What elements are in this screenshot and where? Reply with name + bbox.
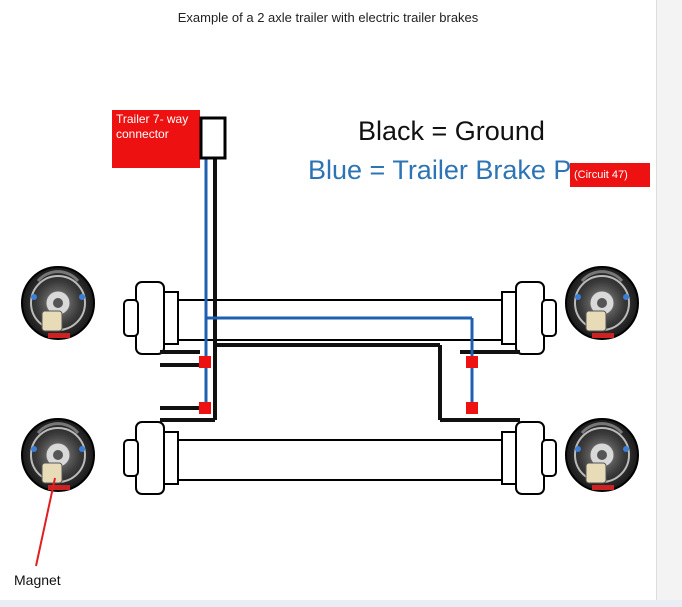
splice-icon [466, 356, 478, 368]
bottom-bar [0, 600, 682, 607]
brake-drum-icon [564, 265, 640, 341]
power-wires [204, 158, 474, 410]
hub-icon [501, 281, 557, 355]
hub-icon [501, 421, 557, 495]
scroll-gutter [657, 0, 682, 607]
splice-icon [466, 402, 478, 414]
hub-icon [123, 421, 179, 495]
brake-drum-icon [20, 265, 96, 341]
rear-axle [164, 439, 521, 481]
connector-label: Trailer 7- way connector [112, 110, 200, 168]
brake-drum-icon [564, 417, 640, 493]
magnet-pointer [35, 477, 56, 567]
splice-icon [199, 402, 211, 414]
connector-icon [199, 116, 227, 160]
legend-black-ground: Black = Ground [358, 116, 545, 146]
ground-wires [160, 158, 520, 422]
front-axle [164, 299, 521, 341]
trailer-brake-diagram [20, 116, 640, 567]
magnet-label: Magnet [14, 572, 61, 588]
circuit-label: (Circuit 47) [570, 163, 650, 187]
brake-drum-icon [20, 417, 96, 493]
splice-icon [199, 356, 211, 368]
hub-icon [123, 281, 179, 355]
diagram-title: Example of a 2 axle trailer with electri… [177, 10, 479, 25]
